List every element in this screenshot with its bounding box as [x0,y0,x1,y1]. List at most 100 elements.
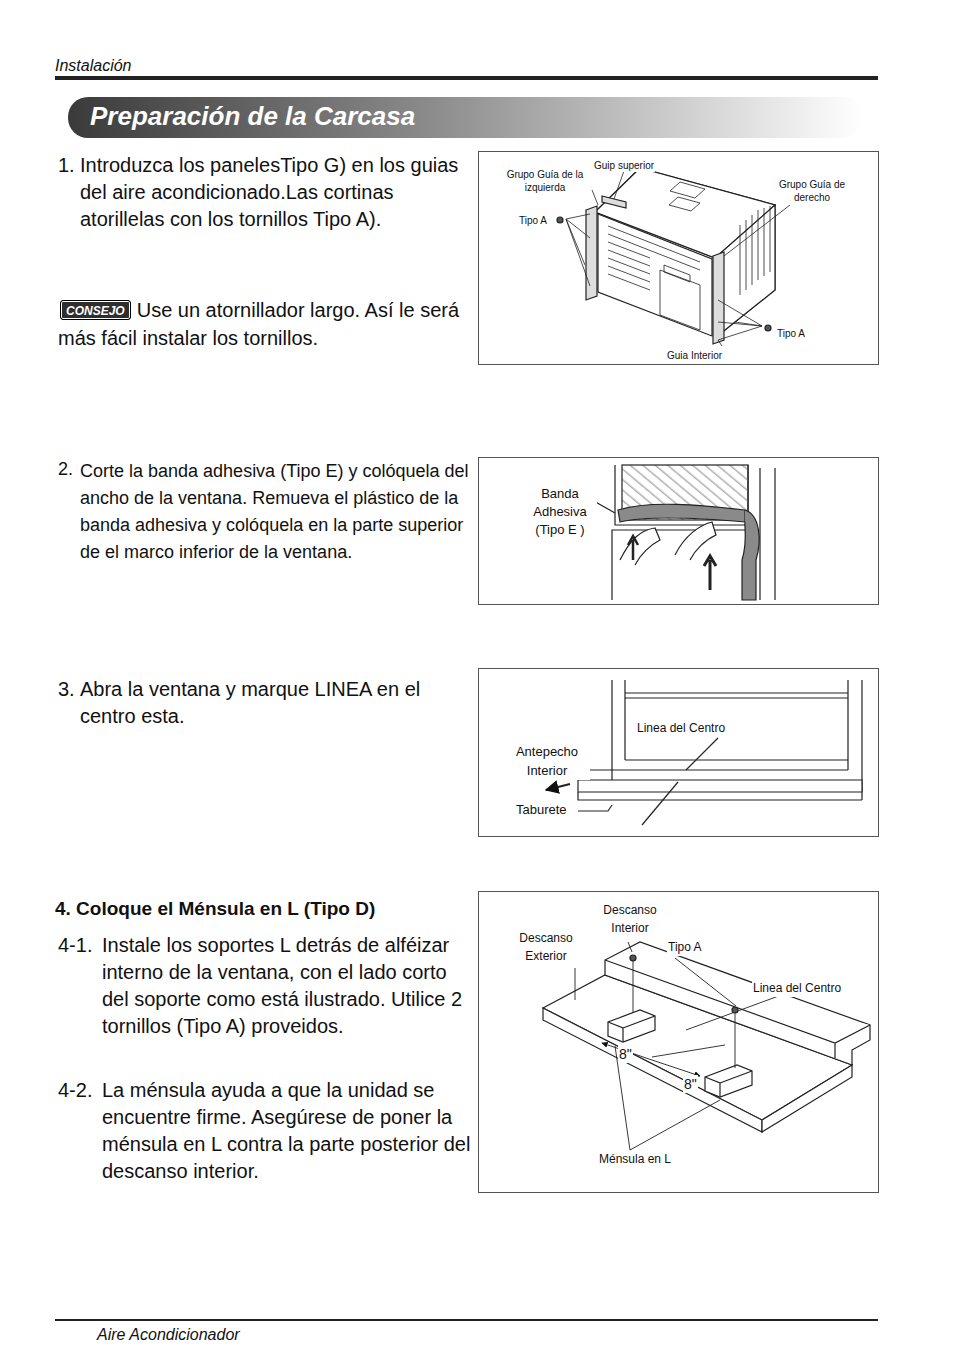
window-band-drawing [628,536,638,560]
window-sill-drawing [612,760,848,770]
window-band-drawing [704,556,716,590]
air-conditioner-drawing [660,270,700,330]
window-sill-drawing [546,784,570,790]
bracket-sill-drawing [652,1045,725,1057]
window-sill-drawing [642,782,678,825]
step-text: Abra la ventana y marque LINEA en el cen… [80,676,475,730]
bracket-sill-drawing [705,1065,752,1097]
dimension: 8" [683,1075,698,1093]
air-conditioner-drawing [608,182,770,330]
window-sill-drawing [590,770,612,780]
step-heading: 4. Coloque el Ménsula en L (Tipo D) [55,897,375,922]
air-conditioner-drawing [664,265,690,282]
window-sill-drawing [578,792,862,800]
part-label: Linea del Centro [752,981,842,997]
part-label: Grupo Guía de derecho [774,178,850,204]
bracket-sill-drawing [633,958,634,1012]
air-conditioner-drawing [557,217,563,223]
step-number: 4-1. [58,932,92,958]
step-text: La ménsula ayuda a que la unidad se encu… [102,1077,474,1185]
window-band-drawing [620,528,660,565]
figure-frame [479,458,879,605]
header-rule [55,76,878,80]
step-text: Corte la banda adhesiva (Tipo E) y colóq… [80,458,475,566]
dimension: 8" [618,1045,633,1063]
air-conditioner-drawing [670,182,705,198]
footer-rule [55,1319,878,1321]
window-band-drawing [615,465,748,525]
figure-frame [479,892,879,1193]
part-label: Grupo Guía de la izquierda [504,168,586,194]
air-conditioner-drawing [614,168,625,199]
part-label: Descanso Interior [589,901,671,937]
bracket-sill-drawing [605,960,870,1058]
window-sill-drawing [686,738,718,770]
header-rule [55,76,878,80]
part-label: Guip superior [593,159,655,172]
bracket-sill-drawing [705,1071,752,1097]
bracket-sill-drawing [652,1060,700,1076]
air-conditioner-drawing [595,168,775,338]
part-label: Taburete [515,802,568,819]
bracket-sill-drawing [630,955,636,961]
running-header: Instalación [55,56,132,77]
tip-label: CONSEJO [66,304,125,318]
title-band [68,97,863,138]
part-label: Linea del Centro [636,721,726,737]
step-number: 1. [58,152,75,178]
window-sill-drawing [578,805,612,811]
bracket-sill-drawing [608,1010,655,1042]
step-number: 2. [58,458,73,481]
air-conditioner-drawing [566,168,790,346]
figure-frame [479,669,879,837]
step-number: 4-2. [58,1077,92,1103]
tip-text: Use un atornillador largo. Así le será m… [58,296,463,352]
title-band [68,97,863,138]
air-conditioner-drawing [566,214,590,286]
section-title: Preparación de la Carcasa [90,101,415,132]
bracket-sill-drawing [575,942,795,1150]
step-text: Instale los soportes L detrás de alféiza… [102,932,472,1040]
air-conditioner-drawing [713,252,724,344]
air-conditioner-drawing [598,214,712,336]
bracket-sill-drawing [762,1065,852,1132]
bracket-sill-drawing [732,1007,738,1013]
bracket-sill-drawing [543,1008,762,1132]
window-sill-drawing [578,780,862,792]
step-number: 3. [58,676,75,702]
running-footer: Aire Acondicionador [97,1325,240,1346]
window-sill-drawing [546,680,862,825]
window-sill-drawing [625,693,848,698]
air-conditioner-drawing [669,197,700,211]
air-conditioner-drawing [718,300,762,340]
air-conditioner-drawing [718,340,722,346]
footer-rule [55,1319,878,1321]
part-label: Tipo A [518,214,548,227]
bracket-sill-drawing [735,1012,736,1068]
window-band-drawing [612,530,748,600]
figure-frame [479,152,879,1193]
window-band-drawing [618,504,745,522]
part-label: Ménsula en L [598,1152,672,1168]
bracket-sill-drawing [543,942,870,1150]
part-label: Tipo A [667,940,703,956]
air-conditioner-drawing [592,190,598,205]
window-band-drawing [592,465,775,600]
air-conditioner-drawing [586,206,597,300]
bracket-sill-drawing [608,1016,655,1042]
part-label: Banda Adhesiva (Tipo E ) [523,485,597,539]
air-conditioner-drawing [765,325,771,331]
bracket-sill-drawing [675,958,736,1006]
tip-badge: CONSEJO [60,300,131,320]
bracket-sill-drawing [615,1046,720,1150]
air-conditioner-drawing [602,196,626,208]
air-conditioner-drawing [557,168,790,346]
window-band-drawing [742,510,759,600]
part-label: Tipo A [776,327,806,340]
air-conditioner-drawing [608,226,700,290]
bracket-sill-drawing [605,942,870,1065]
part-label: Descanso Exterior [505,929,587,965]
step-text: Introduzca los panelesTipo G) en los gui… [80,152,470,233]
figure-frame [479,152,879,365]
air-conditioner-drawing [740,206,770,295]
